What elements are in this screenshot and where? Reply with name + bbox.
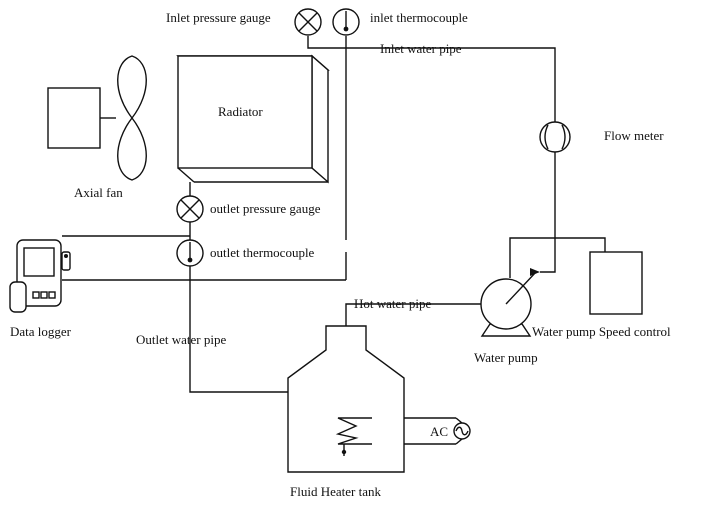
hot-water-pipe-label: Hot water pipe [354,296,431,311]
radiator-label: Radiator [218,104,263,119]
water-pump [480,268,540,337]
ac-label: AC [430,424,448,439]
inlet-thermocouple-label: inlet thermocouple [370,10,468,25]
water-pump-speed-control-box [589,251,643,315]
water-pump-speed-control-label: Water pump Speed control [532,324,671,339]
outlet-thermocouple [176,239,204,267]
water-pump-label: Water pump [474,350,538,365]
axial-fan [47,55,147,181]
outlet-water-pipe-label: Outlet water pipe [136,332,226,347]
outlet-water-pipe-line [189,266,288,393]
inlet-water-pipe-label: Inlet water pipe [380,41,462,56]
outlet-thermocouple-label: outlet thermocouple [210,245,315,260]
outlet-pressure-gauge [176,195,204,223]
fluid-heater-tank [287,325,405,473]
fan-blade-bottom [117,116,147,181]
pump-bypass [540,238,556,273]
ac-source [453,417,471,445]
flow-meter [539,121,571,153]
fluid-heater-tank-label: Fluid Heater tank [290,484,381,499]
fan-blade-top [117,55,147,120]
flow-meter-label: Flow meter [604,128,664,143]
pump-manifold [509,237,606,278]
inlet-thermocouple [332,8,360,36]
axial-fan-label: Axial fan [74,185,123,200]
hot-water-pipe-line [345,303,510,326]
radiator [176,54,330,184]
outlet-pressure-gauge-label: outlet pressure gauge [210,201,321,216]
data-logger [9,239,71,313]
inlet-pressure-gauge [294,8,322,36]
inlet-pressure-gauge-label: Inlet pressure gauge [166,10,271,25]
inlet-water-pipe-line [307,36,556,122]
data-logger-label: Data logger [10,324,72,339]
heating-element [335,417,372,445]
